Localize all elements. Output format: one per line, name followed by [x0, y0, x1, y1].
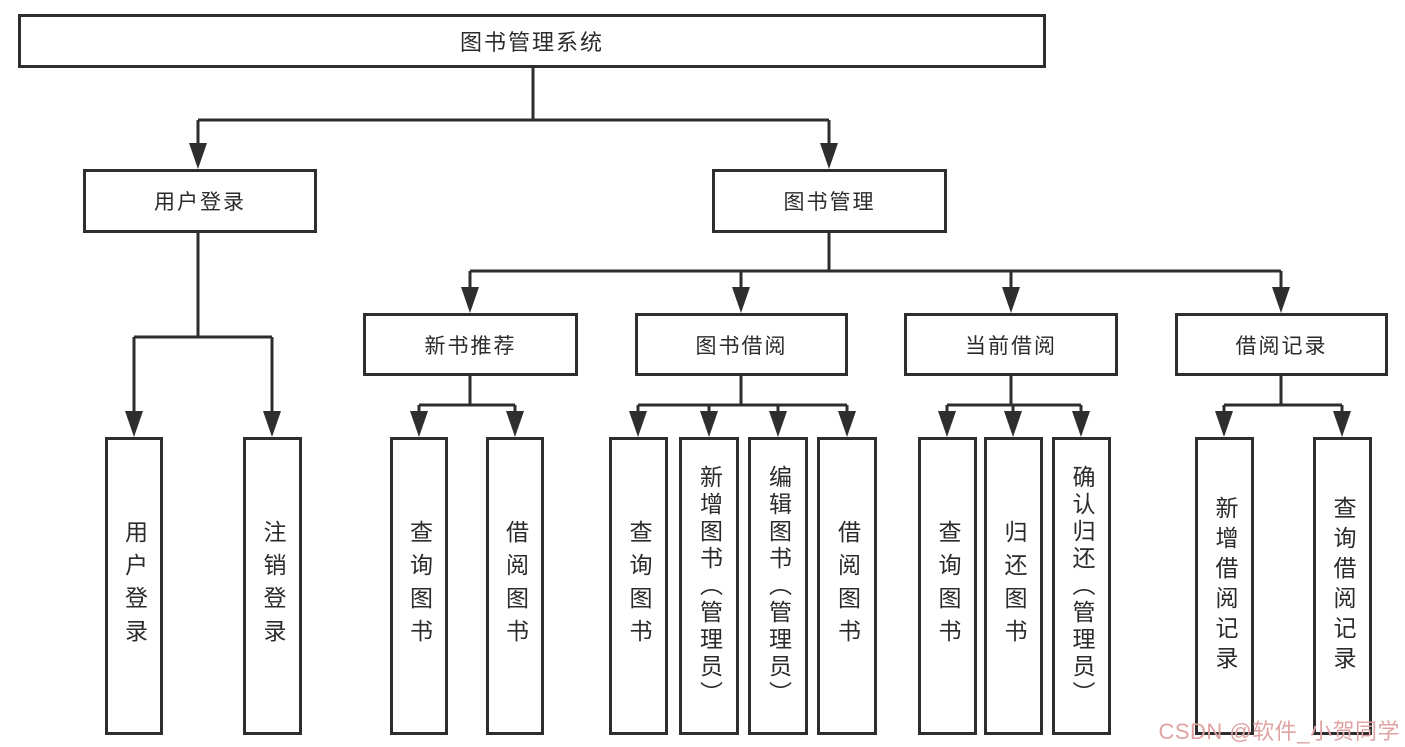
node-new-book-recommend: 新书推荐 [363, 313, 578, 376]
csdn-watermark: CSDN @软件_小贺同学 [1158, 719, 1400, 744]
node-user-login-group: 用户登录 [83, 169, 317, 233]
node-user-login: 用户登录 [105, 437, 163, 735]
node-book-borrow: 图书借阅 [635, 313, 848, 376]
node-book-management: 图书管理 [712, 169, 947, 233]
node-query-books-recommend: 查询图书 [390, 437, 448, 735]
node-query-books-borrow: 查询图书 [609, 437, 668, 735]
node-logout: 注销登录 [243, 437, 302, 735]
node-root-system: 图书管理系统 [18, 14, 1046, 68]
node-borrow-books: 借阅图书 [817, 437, 877, 735]
node-current-borrow: 当前借阅 [904, 313, 1118, 376]
node-edit-books-admin: 编辑图书（管理员） [748, 437, 808, 735]
node-confirm-return-admin: 确认归还（管理员） [1052, 437, 1111, 735]
node-query-books-current: 查询图书 [918, 437, 977, 735]
arrowheads [125, 143, 1351, 437]
node-borrow-records: 借阅记录 [1175, 313, 1388, 376]
node-borrow-books-recommend: 借阅图书 [486, 437, 544, 735]
node-return-books: 归还图书 [984, 437, 1043, 735]
node-add-borrow-record: 新增借阅记录 [1195, 437, 1254, 735]
node-query-borrow-record: 查询借阅记录 [1313, 437, 1372, 735]
node-add-books-admin: 新增图书（管理员） [679, 437, 739, 735]
